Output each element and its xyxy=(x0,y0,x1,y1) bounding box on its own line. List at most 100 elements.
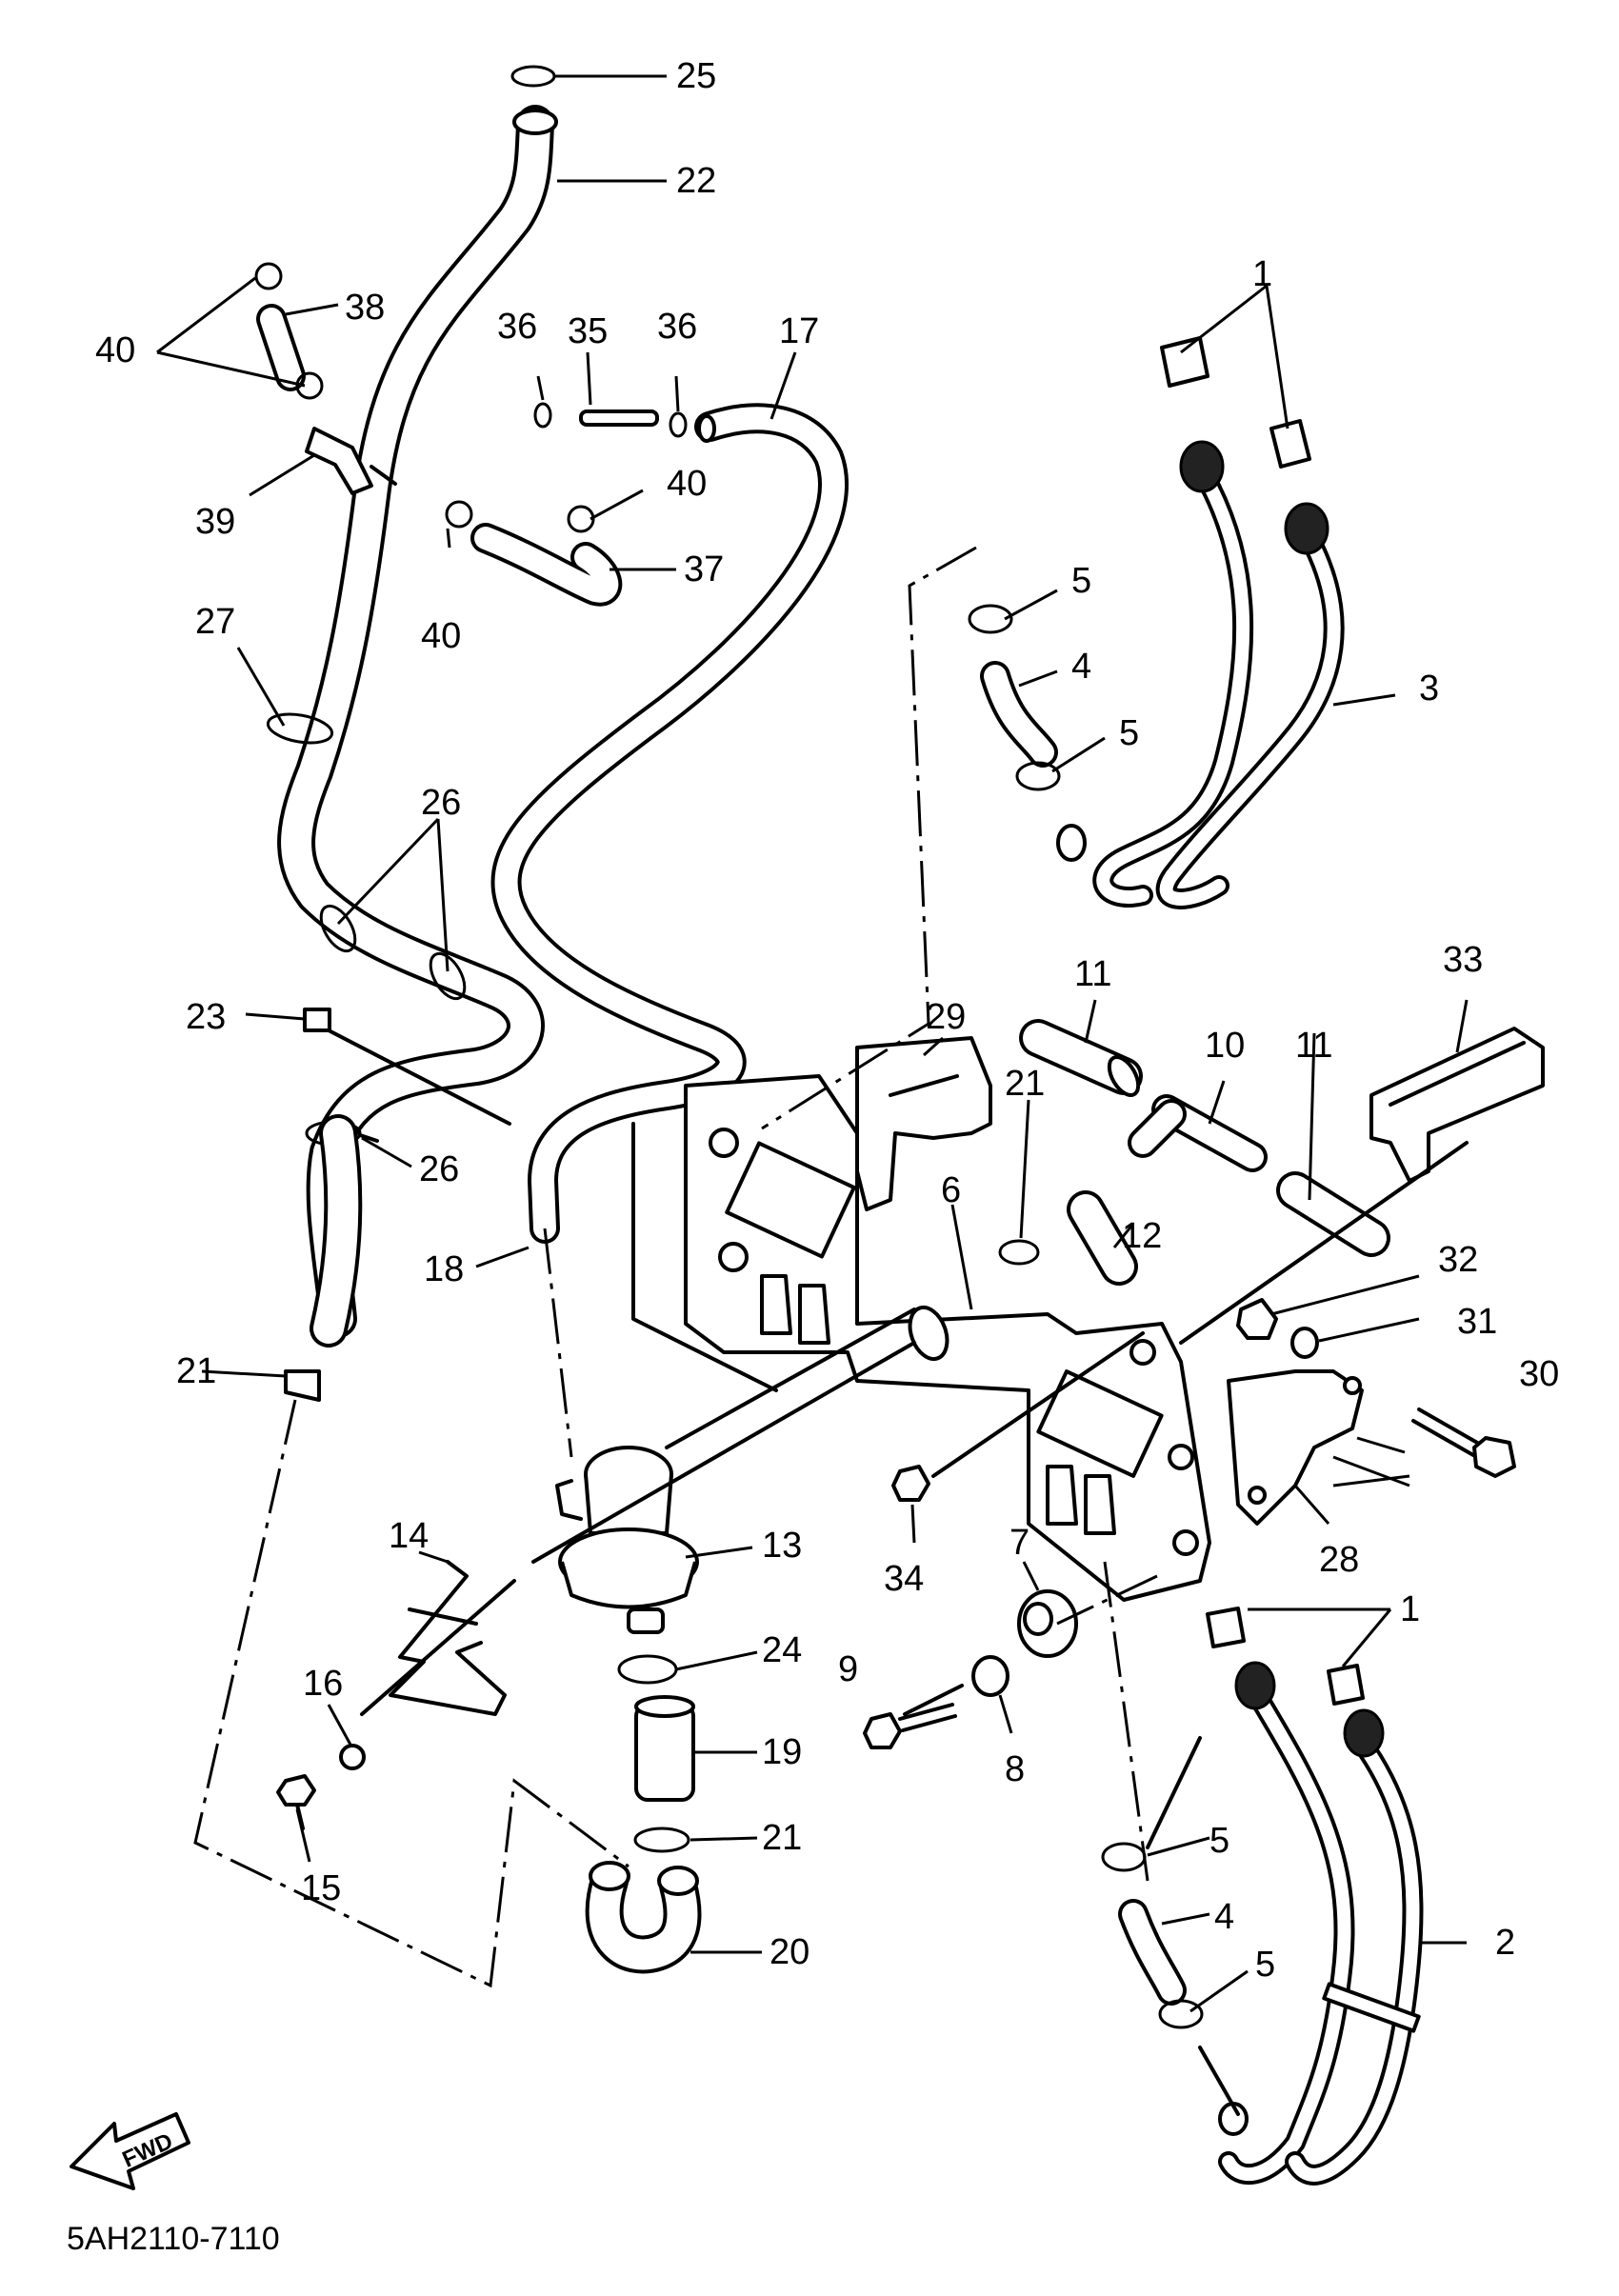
callout-11-right: 11 xyxy=(1295,1026,1332,1066)
clamps-5-top xyxy=(968,604,1061,791)
clamp-26-upper xyxy=(319,904,467,1001)
callout-1-top: 1 xyxy=(1252,254,1272,294)
clip-21-mid xyxy=(998,1239,1040,1266)
callout-10: 10 xyxy=(1205,1026,1245,1066)
callout-26-upper: 26 xyxy=(421,783,461,823)
callout-21-bottom: 21 xyxy=(762,1818,802,1858)
callout-2: 2 xyxy=(1495,1923,1515,1963)
callout-4-b: 4 xyxy=(1214,1897,1234,1937)
callout-37: 37 xyxy=(684,549,724,589)
diagram-code: 5AH2110-7110 xyxy=(67,2221,280,2257)
clips-40-mid xyxy=(445,500,595,533)
callout-12: 12 xyxy=(1122,1216,1162,1256)
screw-15 xyxy=(276,1774,316,1830)
callout-40-right: 40 xyxy=(667,464,707,504)
callout-9: 9 xyxy=(838,1649,858,1689)
grommet-7 xyxy=(1017,1589,1078,1658)
callout-36-left: 36 xyxy=(497,307,537,347)
callout-18: 18 xyxy=(424,1249,464,1289)
callout-40-center: 40 xyxy=(421,616,461,656)
bracket-29 xyxy=(855,1036,992,1211)
tube-11-left xyxy=(1019,1019,1143,1097)
bolt-9 xyxy=(863,1703,957,1749)
callout-23: 23 xyxy=(186,997,226,1037)
callout-6: 6 xyxy=(941,1170,961,1210)
hose-22 xyxy=(277,105,558,1338)
callout-15: 15 xyxy=(301,1868,341,1908)
clamp-21-bottom xyxy=(633,1827,690,1853)
callout-27: 27 xyxy=(195,602,235,642)
pipe-3 xyxy=(1056,440,1345,909)
callout-19: 19 xyxy=(762,1732,802,1772)
callout-25: 25 xyxy=(676,56,716,96)
callout-40-left: 40 xyxy=(95,330,135,370)
callout-22: 22 xyxy=(676,161,716,201)
callout-32: 32 xyxy=(1438,1240,1478,1280)
callout-20: 20 xyxy=(770,1932,810,1972)
hose-4-bottom xyxy=(1118,1899,1187,2006)
pipe-35 xyxy=(579,409,659,427)
caps-1-bottom xyxy=(1206,1607,1365,1706)
callout-26-lower: 26 xyxy=(419,1149,459,1189)
callout-3: 3 xyxy=(1419,669,1439,709)
callout-16: 16 xyxy=(303,1664,343,1704)
callout-7: 7 xyxy=(1009,1523,1029,1563)
callout-35: 35 xyxy=(568,311,608,351)
bracket-28 xyxy=(1227,1369,1364,1526)
callout-21-left: 21 xyxy=(176,1351,216,1391)
callout-5-a: 5 xyxy=(1071,561,1091,601)
callout-17: 17 xyxy=(779,311,819,351)
centerlines xyxy=(193,546,1469,2116)
hose-37 xyxy=(470,523,623,607)
bolt-34 xyxy=(891,1465,930,1502)
bracket-14 xyxy=(389,1560,507,1716)
tube-12 xyxy=(1067,1190,1138,1286)
hose-4-top xyxy=(980,661,1058,768)
clamp-27 xyxy=(266,712,334,745)
callout-5-d: 5 xyxy=(1255,1945,1275,1985)
hose-19 xyxy=(634,1695,695,1802)
fitting-39 xyxy=(305,427,397,495)
callout-38: 38 xyxy=(345,288,385,328)
callout-21-mid: 21 xyxy=(1005,1064,1045,1104)
bracket-33 xyxy=(1369,1027,1545,1183)
clamp-24 xyxy=(617,1654,678,1685)
hose-38 xyxy=(256,304,306,391)
callout-8: 8 xyxy=(1005,1749,1025,1789)
callout-29: 29 xyxy=(926,997,966,1037)
valve-13 xyxy=(555,1446,699,1634)
callout-13: 13 xyxy=(762,1526,802,1566)
hose-end-lower xyxy=(310,1114,363,1348)
callout-1-bottom: 1 xyxy=(1400,1589,1420,1629)
callout-5-b: 5 xyxy=(1119,713,1139,753)
fwd-arrow-icon: FWD xyxy=(70,2112,190,2190)
callout-4-a: 4 xyxy=(1071,647,1091,687)
callout-labels: 25 22 38 40 39 36 35 36 17 40 40 37 27 2… xyxy=(95,56,1559,1985)
nut-32 xyxy=(1236,1298,1278,1340)
callout-33: 33 xyxy=(1443,940,1483,980)
callout-5-c: 5 xyxy=(1209,1821,1229,1861)
washer-31 xyxy=(1290,1327,1319,1359)
callout-11-left: 11 xyxy=(1074,954,1111,994)
rear-panel xyxy=(631,1122,778,1392)
joint-20 xyxy=(585,1861,702,1974)
callout-36-right: 36 xyxy=(657,307,697,347)
bracket-6 xyxy=(684,1074,1211,1602)
washer-16 xyxy=(339,1744,366,1770)
callout-31: 31 xyxy=(1457,1302,1497,1342)
hose-17 xyxy=(490,403,849,1244)
tie-23 xyxy=(303,1008,511,1126)
caps-1-top xyxy=(1160,336,1311,469)
callout-28: 28 xyxy=(1319,1540,1359,1580)
tube-11-right xyxy=(1276,1171,1390,1257)
callout-30: 30 xyxy=(1519,1354,1559,1394)
callout-34: 34 xyxy=(884,1559,924,1599)
collar-8 xyxy=(971,1655,1009,1697)
bolt-30 xyxy=(1411,1408,1516,1478)
callout-24: 24 xyxy=(762,1630,802,1670)
pipe-10 xyxy=(1128,1094,1268,1172)
pipe-2 xyxy=(1218,1661,1424,2186)
clip-21-left xyxy=(284,1369,321,1402)
leader-lines xyxy=(156,74,1469,2013)
